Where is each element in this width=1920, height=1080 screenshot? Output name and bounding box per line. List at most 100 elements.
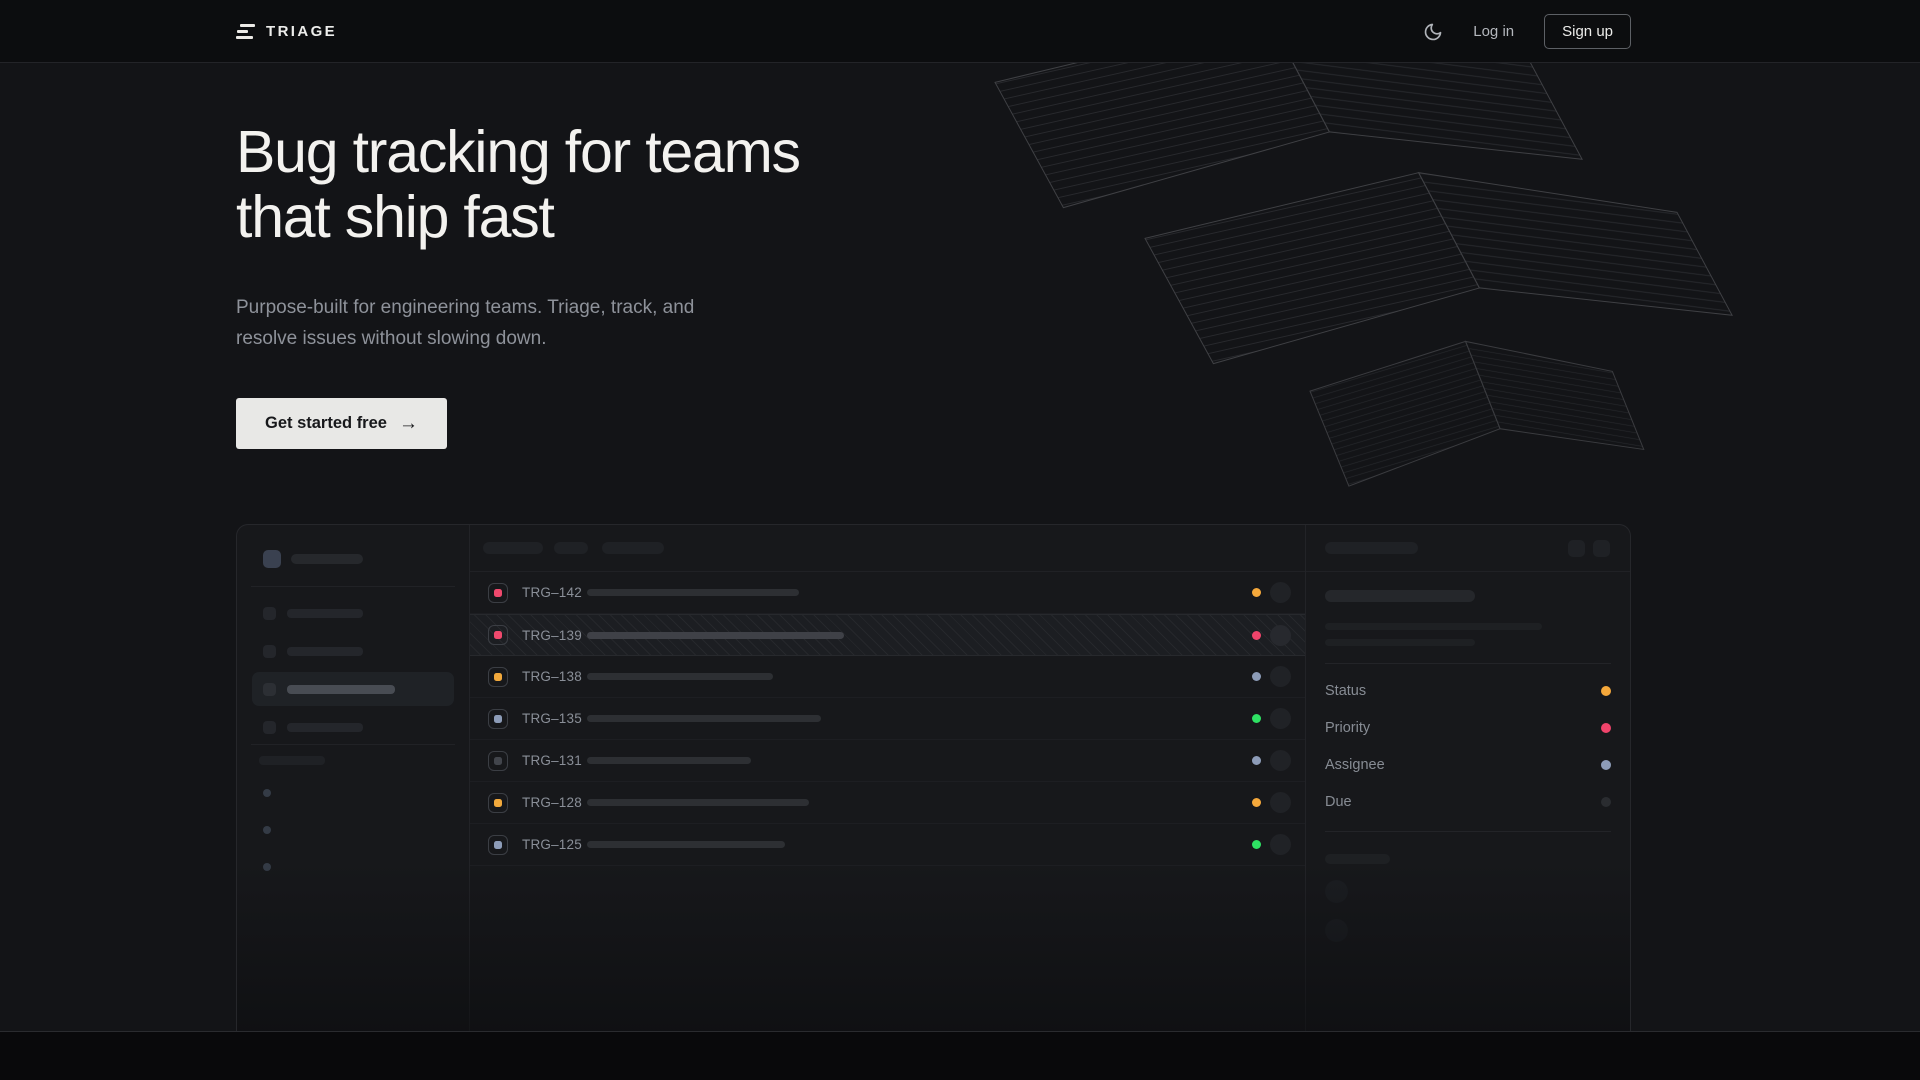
property-label: Status bbox=[1325, 683, 1366, 699]
brand-name: TRIAGE bbox=[266, 23, 337, 40]
skeleton-bar bbox=[587, 715, 821, 722]
property-row: Due bbox=[1325, 783, 1611, 820]
get-started-label: Get started free bbox=[265, 414, 387, 433]
sidebar-nav-item bbox=[252, 596, 454, 630]
skeleton-bar bbox=[287, 609, 363, 618]
skeleton-bar bbox=[587, 757, 751, 764]
issue-row: TRG–131 bbox=[470, 740, 1305, 782]
divider bbox=[1325, 831, 1611, 832]
nav-item-icon bbox=[263, 721, 276, 734]
assignee-avatar bbox=[1270, 625, 1291, 646]
divider bbox=[251, 744, 455, 745]
skeleton-bar bbox=[287, 685, 395, 694]
hero-title: Bug tracking for teams that ship fast bbox=[236, 120, 1631, 250]
issue-id: TRG–128 bbox=[522, 795, 582, 810]
property-row: Status bbox=[1325, 672, 1611, 709]
section-divider bbox=[0, 1031, 1920, 1032]
detail-panel-header bbox=[1306, 525, 1630, 572]
signup-button[interactable]: Sign up bbox=[1544, 14, 1631, 49]
skeleton-bar bbox=[587, 673, 773, 680]
sidebar-dot bbox=[263, 789, 271, 797]
status-dot bbox=[1252, 631, 1261, 640]
issue-id: TRG–139 bbox=[522, 628, 582, 643]
issue-type-icon bbox=[488, 625, 508, 645]
issue-type-icon bbox=[488, 793, 508, 813]
skeleton-bar bbox=[587, 841, 785, 848]
property-value-dot bbox=[1601, 760, 1611, 770]
arrow-right-icon: → bbox=[399, 414, 418, 433]
issue-id: TRG–125 bbox=[522, 837, 582, 852]
issue-type-icon bbox=[488, 835, 508, 855]
mockup-workspace-switcher bbox=[263, 550, 363, 568]
skeleton-bar bbox=[1325, 542, 1418, 554]
property-label: Due bbox=[1325, 794, 1352, 810]
triage-bars-icon bbox=[236, 24, 255, 39]
hero-title-line: that ship fast bbox=[236, 185, 1631, 250]
issue-row: TRG–135 bbox=[470, 698, 1305, 740]
issue-row: TRG–142 bbox=[470, 572, 1305, 614]
issue-row: TRG–125 bbox=[470, 824, 1305, 866]
divider bbox=[1325, 663, 1611, 664]
nav-actions: Log in Sign up bbox=[1423, 14, 1631, 49]
sidebar-nav-item-active bbox=[252, 672, 454, 706]
get-started-button[interactable]: Get started free → bbox=[236, 398, 447, 449]
issue-row: TRG–128 bbox=[470, 782, 1305, 824]
skeleton-bar bbox=[1325, 854, 1390, 864]
property-value-dot bbox=[1601, 797, 1611, 807]
skeleton-line bbox=[1325, 639, 1475, 646]
issue-type-icon bbox=[488, 583, 508, 603]
filter-pill bbox=[554, 542, 588, 554]
skeleton-bar bbox=[587, 799, 809, 806]
issue-type-icon bbox=[488, 751, 508, 771]
filter-pill bbox=[483, 542, 543, 554]
status-dot bbox=[1252, 588, 1261, 597]
mockup-sidebar bbox=[237, 525, 470, 1032]
login-link[interactable]: Log in bbox=[1473, 23, 1514, 40]
status-dot bbox=[1252, 840, 1261, 849]
status-dot bbox=[1252, 672, 1261, 681]
hero-subtitle-line: resolve issues without slowing down. bbox=[236, 323, 1631, 354]
assignee-avatar bbox=[1270, 708, 1291, 729]
sidebar-dot bbox=[263, 863, 271, 871]
issue-id: TRG–135 bbox=[522, 711, 582, 726]
panel-action-icon bbox=[1568, 540, 1585, 557]
mockup-detail-panel: Status Priority Assignee Due bbox=[1305, 525, 1630, 1032]
assignee-avatar bbox=[1270, 750, 1291, 771]
nav-item-icon bbox=[263, 683, 276, 696]
status-dot bbox=[1252, 714, 1261, 723]
issue-id: TRG–138 bbox=[522, 669, 582, 684]
issue-row-selected: TRG–139 bbox=[470, 614, 1305, 656]
skeleton-bar bbox=[291, 554, 363, 564]
skeleton-bar bbox=[287, 723, 363, 732]
mockup-sidebar-nav bbox=[252, 596, 454, 748]
hero-title-line: Bug tracking for teams bbox=[236, 120, 1631, 185]
status-dot bbox=[1252, 798, 1261, 807]
divider bbox=[251, 586, 455, 587]
activity-avatar bbox=[1325, 880, 1348, 903]
skeleton-bar bbox=[287, 647, 363, 656]
property-value-dot bbox=[1601, 686, 1611, 696]
issue-type-icon bbox=[488, 709, 508, 729]
brand-logo[interactable]: TRIAGE bbox=[236, 23, 337, 40]
property-label: Priority bbox=[1325, 720, 1370, 736]
status-dot bbox=[1252, 756, 1261, 765]
issue-list-toolbar bbox=[470, 525, 1305, 572]
assignee-avatar bbox=[1270, 834, 1291, 855]
skeleton-bar bbox=[587, 589, 799, 596]
footer-section bbox=[0, 1032, 1920, 1080]
sidebar-nav-item bbox=[252, 634, 454, 668]
skeleton-line bbox=[1325, 623, 1542, 630]
assignee-avatar bbox=[1270, 666, 1291, 687]
sidebar-section-label bbox=[259, 756, 325, 765]
sidebar-dot bbox=[263, 826, 271, 834]
issue-type-icon bbox=[488, 667, 508, 687]
property-row: Priority bbox=[1325, 709, 1611, 746]
property-row: Assignee bbox=[1325, 746, 1611, 783]
nav-item-icon bbox=[263, 607, 276, 620]
assignee-avatar bbox=[1270, 582, 1291, 603]
property-label: Assignee bbox=[1325, 757, 1385, 773]
theme-toggle[interactable] bbox=[1423, 22, 1443, 42]
sidebar-nav-item bbox=[252, 710, 454, 744]
issue-id: TRG–142 bbox=[522, 585, 582, 600]
